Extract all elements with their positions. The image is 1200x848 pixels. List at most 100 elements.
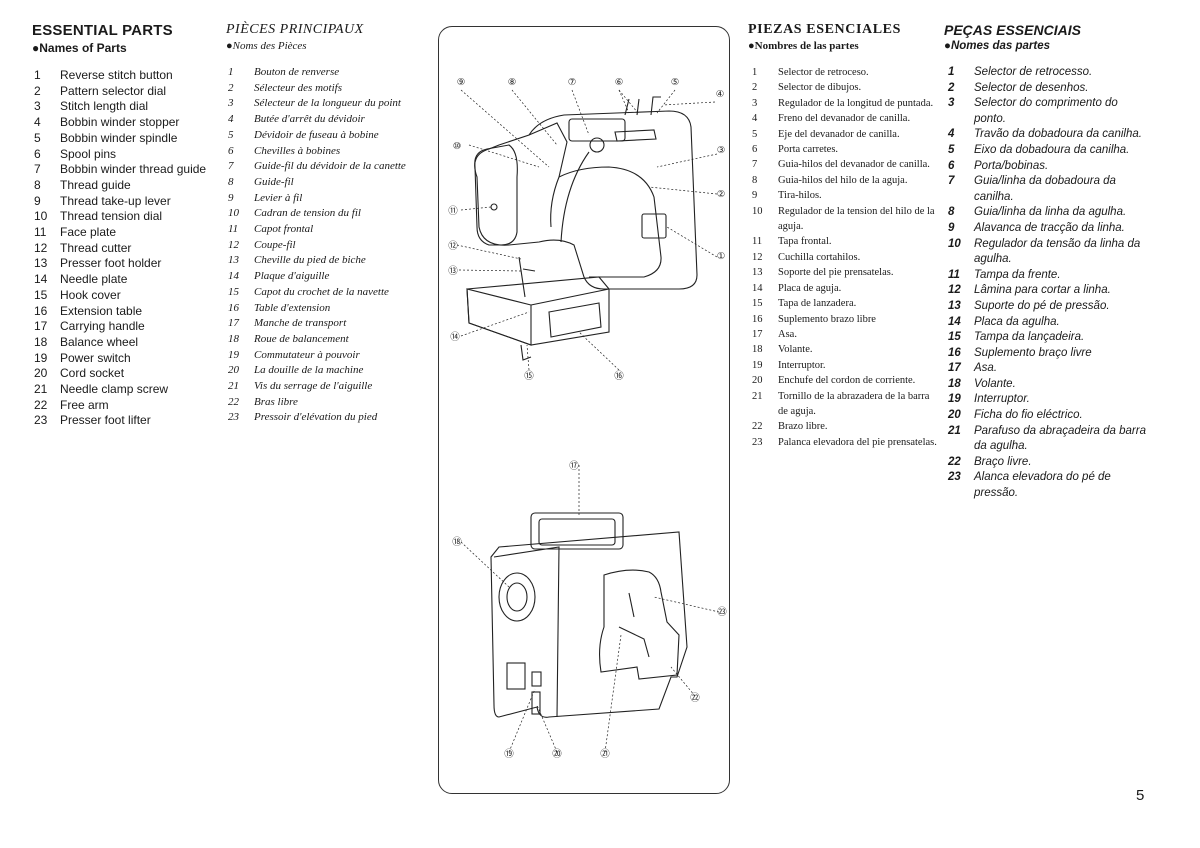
item-number: 13 [34, 256, 48, 271]
item-label: Bobbin winder thread guide [60, 162, 207, 177]
item-number: 11 [948, 268, 960, 281]
item-label: Commutateur à pouvoir [254, 348, 360, 361]
item-number: 5 [948, 143, 955, 156]
callout-20: ⑳ [552, 749, 562, 760]
item-number: 8 [228, 175, 234, 188]
item-label: Suplemento braço livre [974, 346, 1092, 359]
item-label: Pattern selector dial [60, 83, 167, 98]
callout-6: ⑥ [615, 77, 624, 88]
item-number: 12 [752, 251, 763, 263]
callout-12: ⑫ [448, 241, 458, 252]
callout-22: ㉒ [690, 693, 700, 704]
item-number: 14 [948, 315, 961, 328]
item-number: 10 [752, 205, 763, 217]
item-number: 15 [228, 285, 239, 298]
item-label: Needle clamp screw [60, 382, 169, 397]
item-label: Plaque d'aiguille [254, 270, 330, 283]
item-label: Freno del devanador de canilla. [778, 113, 911, 125]
item-label: Spool pins [60, 146, 117, 161]
item-label: Table d'extension [254, 301, 331, 314]
item-number: 13 [752, 267, 763, 279]
item-number: 21 [34, 382, 48, 397]
item-number: 11 [228, 223, 239, 236]
callout-10: ⑩ [453, 141, 462, 152]
item-label: Bras libre [254, 395, 298, 408]
item-number: 21 [228, 380, 239, 393]
list-item: 2 Selector de dibujos. [748, 80, 940, 95]
item-label: Chevilles à bobines [254, 144, 341, 157]
item-label: Thread cutter [60, 240, 132, 255]
item-label: Guide-fil du dévidoir de la canette [254, 160, 406, 173]
item-number: 20 [948, 409, 961, 422]
item-label: Volante. [974, 377, 1016, 390]
item-label: Tira-hilos. [778, 190, 822, 202]
item-number: 8 [34, 177, 41, 192]
item-number: 1 [228, 66, 234, 78]
item-label: Selector de desenhos. [974, 81, 1089, 94]
item-label: La douille de la machine [254, 364, 364, 377]
item-label: Tampa da lançadeira. [974, 331, 1085, 344]
item-label: Selector de retrocesso. [974, 66, 1093, 78]
item-number: 16 [752, 313, 763, 325]
item-number: 18 [752, 344, 763, 356]
english-subtitle: ●Names of Parts [32, 41, 127, 55]
item-number: 17 [752, 328, 763, 340]
item-number: 21 [948, 424, 961, 437]
item-number: 4 [228, 113, 234, 126]
item-label: Selector de dibujos. [778, 82, 862, 94]
item-number: 23 [948, 471, 961, 484]
item-label: Interruptor. [778, 359, 826, 371]
item-label: Pressoir d'elévation du pied [254, 411, 378, 424]
item-number: 18 [34, 334, 48, 349]
item-number: 2 [752, 82, 758, 94]
carrying-handle-shape [530, 512, 624, 550]
item-label: Capot du crochet de la navette [254, 285, 389, 298]
callout-5: ⑤ [671, 77, 680, 88]
item-label: Presser foot lifter [60, 413, 151, 428]
item-label: Presser foot holder [60, 256, 162, 271]
item-label: Interruptor. [974, 393, 1030, 406]
item-label: Sélecteur de la longueur du point [254, 97, 401, 110]
item-number: 22 [752, 421, 763, 433]
item-number: 19 [228, 348, 239, 361]
item-label: Suporte do pé de pressão. [974, 299, 1110, 312]
item-number: 23 [34, 413, 48, 428]
item-number: 20 [34, 366, 48, 381]
item-label: Power switch [60, 350, 131, 365]
item-label: Hook cover [60, 287, 121, 302]
item-label: Bobbin winder spindle [60, 130, 178, 145]
item-label: Tapa de lanzadera. [778, 298, 857, 310]
item-label: Tampa da frente. [974, 268, 1061, 281]
list-item: 19 Commutateur à pouvoir [226, 348, 426, 364]
callout-21: ㉑ [600, 749, 610, 760]
item-label: Selector do comprimento do ponto. [974, 97, 1118, 125]
page-number: 5 [1136, 787, 1145, 804]
